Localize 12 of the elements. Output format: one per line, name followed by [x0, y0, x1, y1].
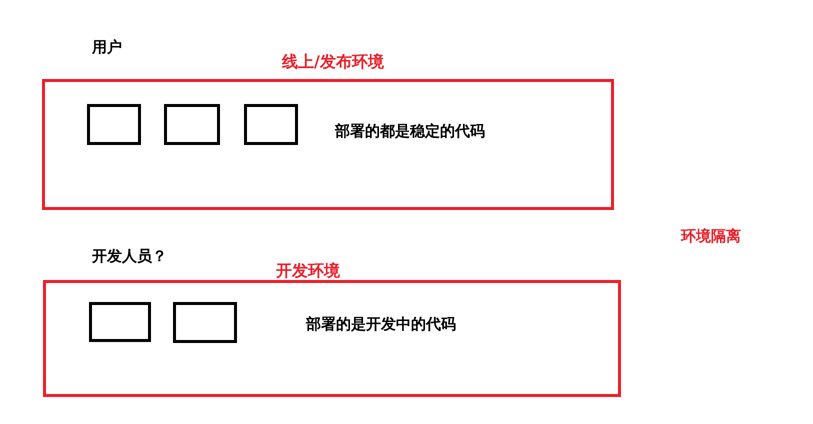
server-box [87, 104, 141, 145]
isolation-note: 环境隔离 [681, 227, 741, 246]
environment-description: 部署的是开发中的代码 [306, 315, 456, 334]
developer-label: 开发人员？ [92, 247, 167, 266]
environment-description: 部署的都是稳定的代码 [335, 122, 485, 141]
environment-heading: 开发环境 [276, 261, 340, 282]
server-box [164, 104, 220, 145]
user-label: 用户 [92, 38, 122, 57]
server-box [89, 302, 151, 342]
server-box [244, 104, 298, 145]
server-box [173, 302, 237, 343]
environment-heading: 线上/发布环境 [282, 52, 384, 73]
